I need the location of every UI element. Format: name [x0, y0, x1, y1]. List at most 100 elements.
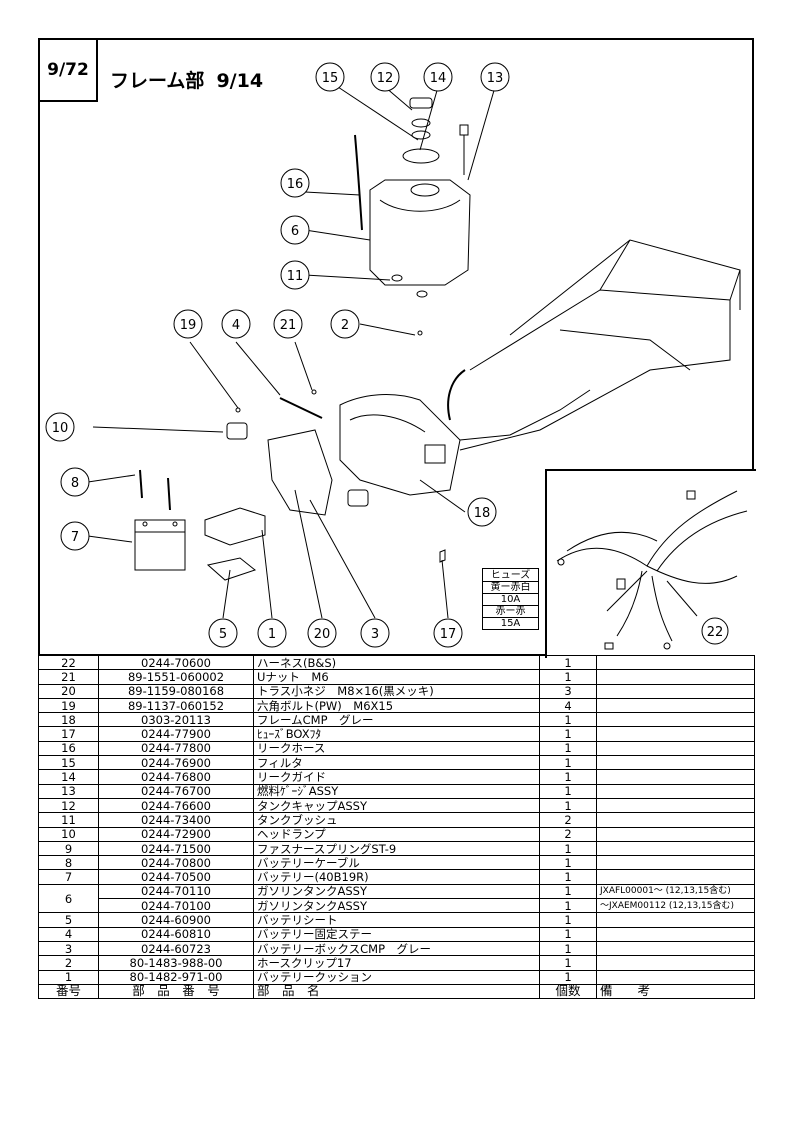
headlamp-right [347, 489, 369, 507]
remarks-cell [596, 926, 755, 942]
header-remarks: 備 考 [596, 983, 755, 1000]
part-number-cell: 0244-77800 [98, 740, 254, 757]
filter-ring [411, 130, 431, 140]
header-part-name: 部 品 名 [253, 983, 540, 1000]
part-no-cell: 1 [38, 969, 99, 985]
frame-rail [509, 239, 741, 336]
callout-2: 2 [341, 318, 349, 333]
part-number-cell: 0244-73400 [98, 812, 254, 828]
part-name-cell: ガソリンタンクASSY [253, 898, 540, 914]
part-no-cell: 17 [38, 726, 99, 742]
part-name-cell: フィルタ [253, 755, 540, 771]
part-name-cell: 六角ボルト(PW) M6X15 [253, 697, 540, 714]
leader-line [359, 323, 416, 336]
callout-8: 8 [71, 476, 79, 491]
leader-line [294, 341, 313, 391]
header-part-number: 部 品 番 号 [98, 983, 254, 1000]
battery-sheet [206, 557, 257, 581]
qty-cell: 1 [539, 654, 597, 671]
leader-line [87, 535, 133, 543]
tank-bush [416, 290, 428, 298]
part-no-cell: 13 [38, 783, 99, 799]
qty-cell: 1 [539, 969, 597, 985]
callout-circle [360, 618, 390, 648]
part-no-cell: 9 [38, 840, 99, 857]
leader-line [304, 229, 371, 241]
callout-circle [433, 618, 463, 648]
callout-circle [173, 309, 203, 339]
callout-1: 1 [268, 627, 276, 642]
front-frame-detail [349, 414, 426, 433]
frame-cross-member [559, 329, 691, 371]
remarks-cell: JXAFL00001～ (12,13,15含む) [596, 883, 755, 900]
part-number-cell: 80-1482-971-00 [98, 969, 254, 985]
part-name-cell: トラス小ネジ M8×16(黒メッキ) [253, 683, 540, 699]
callout-circle [423, 62, 453, 92]
harness-wire [656, 510, 748, 572]
qty-cell: 3 [539, 683, 597, 699]
leader-line [337, 86, 419, 141]
leader-line [261, 529, 273, 619]
remarks-cell [596, 669, 755, 685]
part-number-cell: 0244-70500 [98, 869, 254, 885]
part-number-cell: 89-1137-060152 [98, 697, 254, 714]
part-no-cell: 3 [38, 940, 99, 957]
leader-line [309, 499, 376, 619]
callout-circle [370, 62, 400, 92]
qty-cell: 1 [539, 955, 597, 971]
remarks-cell [596, 912, 755, 928]
battery-terminal [142, 521, 148, 527]
part-no-cell: 12 [38, 797, 99, 814]
leader-line [294, 489, 323, 619]
qty-cell: 2 [539, 826, 597, 842]
harness-inset: 22 [545, 469, 756, 658]
part-no-cell: 21 [38, 669, 99, 685]
fuel-tank [369, 179, 471, 286]
part-name-cell: ハーネス(B&S) [253, 654, 540, 671]
qty-cell: 1 [539, 726, 597, 742]
callout-circle [208, 618, 238, 648]
callout-18: 18 [474, 506, 491, 521]
part-number-cell: 0244-76900 [98, 755, 254, 771]
part-no-cell: 10 [38, 826, 99, 842]
callout-circle [60, 467, 90, 497]
callout-15: 15 [322, 71, 339, 86]
fuel-tank-edge [379, 199, 461, 212]
callout-circle [701, 617, 729, 645]
title-subpage: 9/14 [216, 70, 264, 92]
part-number-cell: 0244-76600 [98, 797, 254, 814]
part-no-cell: 4 [38, 926, 99, 942]
headlamp-left [226, 422, 248, 440]
leader-line [419, 479, 466, 513]
header-no: 番号 [38, 983, 99, 1000]
page-number: 9/72 [40, 40, 98, 102]
remarks-cell [596, 683, 755, 699]
leader-line [189, 341, 239, 409]
frame-cross-member [729, 269, 741, 301]
leader-line [222, 569, 231, 619]
part-number-cell: 0244-70110 [98, 883, 254, 900]
qty-cell: 1 [539, 669, 597, 685]
callout-17: 17 [440, 627, 457, 642]
part-number-cell: 80-1483-988-00 [98, 955, 254, 971]
harness-connector [604, 642, 614, 650]
fuel-gauge [459, 124, 469, 136]
part-name-cell: ヘッドランプ [253, 826, 540, 842]
